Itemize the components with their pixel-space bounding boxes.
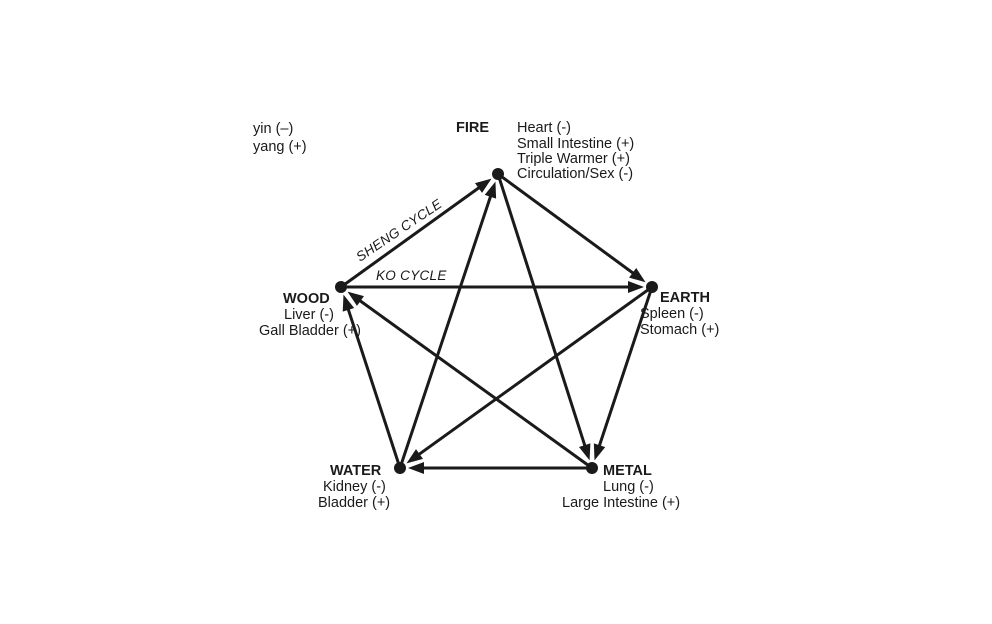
earth-organ: Spleen (-) <box>640 306 704 322</box>
arrowhead-icon <box>484 181 497 199</box>
sheng-edge-water-to-wood <box>346 307 402 469</box>
arrowhead-icon <box>406 449 423 464</box>
arrowhead-icon <box>347 291 364 306</box>
sheng-edge-wood-to-fire <box>340 185 482 289</box>
metal-label: METAL <box>603 463 652 479</box>
water-label: WATER <box>330 463 382 479</box>
earth-label: EARTH <box>660 290 710 306</box>
sheng-edge-earth-to-metal <box>597 286 654 448</box>
earth-node <box>646 281 658 293</box>
water-organ: Bladder (+) <box>318 495 390 511</box>
water-node <box>394 462 406 474</box>
arrowhead-icon <box>628 281 644 293</box>
fire-node <box>492 168 504 180</box>
fire-organ: Heart (-) <box>517 120 571 136</box>
ko-edge-earth-to-water <box>416 285 653 457</box>
wood-organ: Gall Bladder (+) <box>259 323 361 339</box>
ko-cycle-label: KO CYCLE <box>376 268 447 283</box>
arrowhead-icon <box>578 443 591 461</box>
ko-edge-fire-to-metal <box>496 173 587 448</box>
edges-group <box>340 172 654 474</box>
arrowhead-icon <box>629 267 646 283</box>
fire-label: FIRE <box>456 120 489 136</box>
ko-edge-water-to-fire <box>398 194 493 469</box>
metal-node <box>586 462 598 474</box>
wood-node <box>335 281 347 293</box>
sheng-cycle-label: SHENG CYCLE <box>353 196 445 265</box>
metal-organ: Large Intestine (+) <box>562 495 680 511</box>
metal-organ: Lung (-) <box>603 479 654 495</box>
wood-label: WOOD <box>283 291 330 307</box>
earth-organ: Stomach (+) <box>640 322 719 338</box>
arrowhead-icon <box>593 443 606 461</box>
fire-organ: Triple Warmer (+) <box>517 151 630 167</box>
legend-yang: yang (+) <box>253 139 307 155</box>
legend-yin: yin (–) <box>253 121 293 137</box>
ko-edge-metal-to-wood <box>357 298 593 470</box>
fire-organ: Circulation/Sex (-) <box>517 166 633 182</box>
fire-organ: Small Intestine (+) <box>517 136 634 152</box>
wood-organ: Liver (-) <box>284 307 334 323</box>
water-organ: Kidney (-) <box>323 479 386 495</box>
arrowhead-icon <box>342 294 355 312</box>
arrowhead-icon <box>475 178 492 193</box>
arrowhead-icon <box>408 462 424 474</box>
sheng-edge-fire-to-earth <box>497 172 636 276</box>
